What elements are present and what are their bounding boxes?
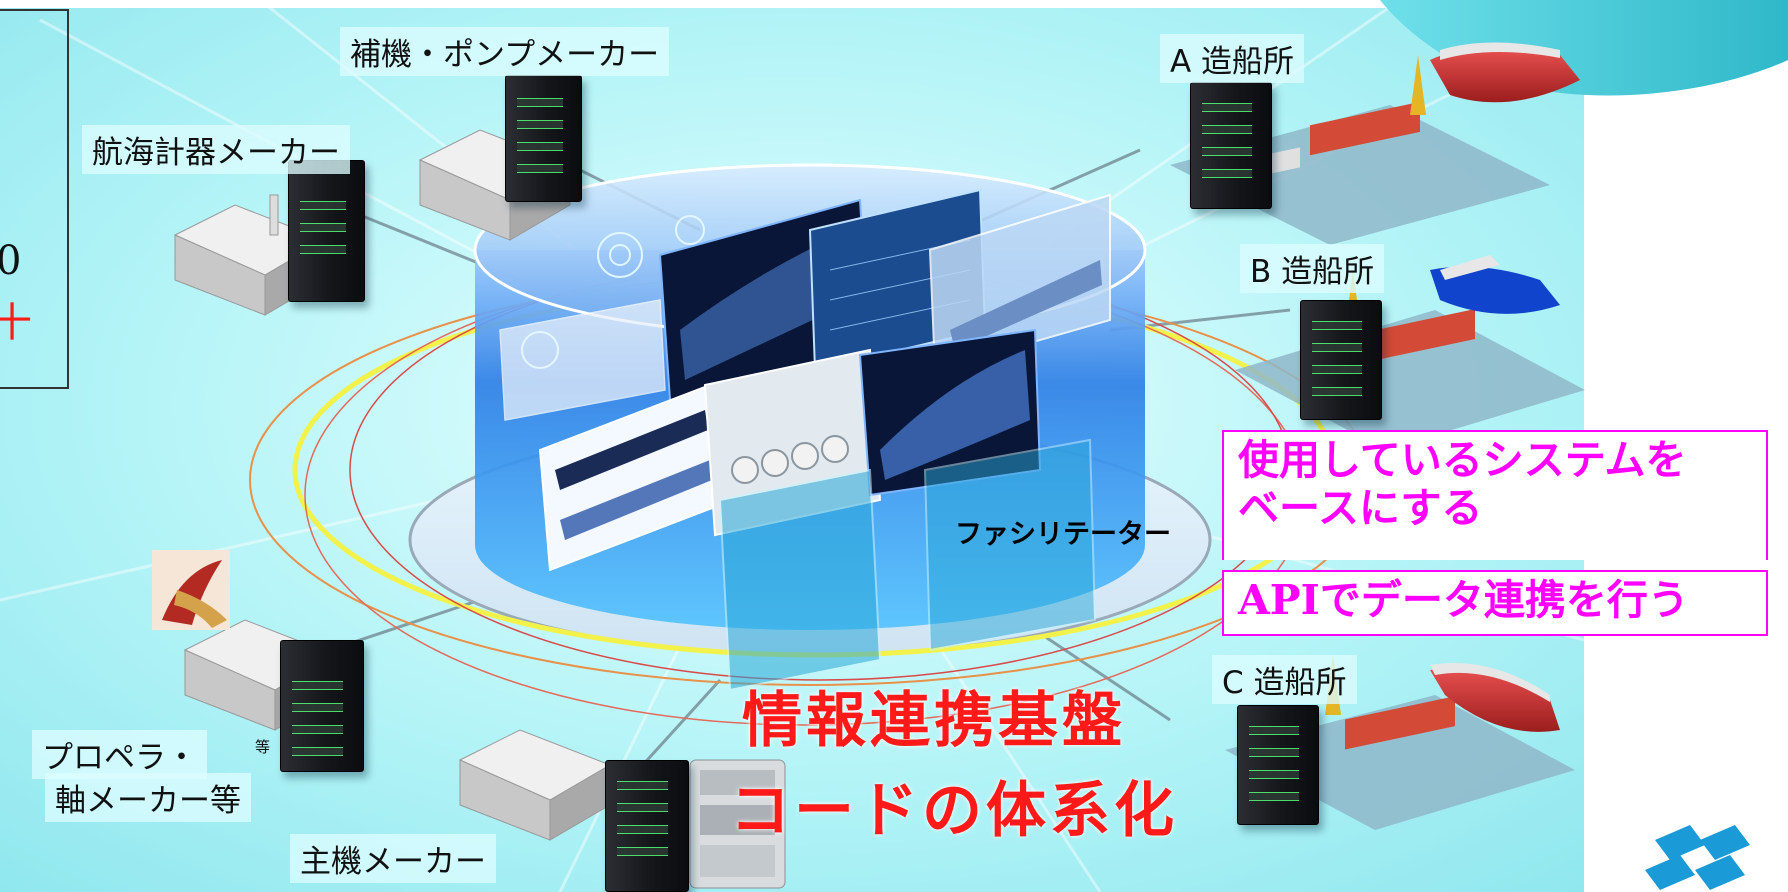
callout-base-system-line2: ベースにする [1238,484,1483,532]
server-rack-icon-propeller [280,640,364,772]
center-title-line1: 情報連携基盤 [742,686,1126,756]
label-shipyard-c: C 造船所 [1212,655,1357,704]
server-rack-icon-engine [605,760,689,892]
server-rack-icon-c [1237,705,1319,825]
callout-base-system-line1: 使用しているシステムを [1238,436,1687,484]
label-propeller-note: 等 [255,738,271,756]
label-propeller-maker-1: プロペラ・ [32,730,207,779]
engine-icon [689,759,786,889]
callout-base-system: 使用しているシステムを ベースにする [1222,430,1768,560]
logo-mark-icon [1645,825,1750,890]
panel-ui-console [923,438,1097,652]
label-facilitator: ファシリテーター [955,519,1171,550]
hud-dials [521,215,705,369]
panel-ui-left [499,299,666,421]
left-box-frame [0,9,69,389]
center-title-line2: コードの体系化 [730,776,1178,846]
label-shipyard-a: A 造船所 [1160,34,1305,83]
ship-icon-a [1430,42,1580,103]
propeller-icon [152,550,230,630]
server-rack-icon-b [1300,300,1382,420]
factory-icon-engine [458,729,612,841]
ship-icon-b [1430,255,1560,314]
ship-icon-c [1430,663,1560,732]
left-fragment-1: 0 [0,238,22,284]
callout-api-link: APIでデータ連携を行う [1222,570,1768,636]
label-main-engine-maker: 主機メーカー [290,834,496,883]
panel-ui-dashboard [718,468,882,692]
server-rack-icon-aux [505,75,582,202]
left-fragment-2: 十 [0,300,32,346]
label-propeller-maker-2: 軸メーカー等 [45,773,251,822]
server-rack-icon-a [1190,82,1272,209]
label-shipyard-b: B 造船所 [1240,244,1385,293]
label-aux-pump-maker: 補機・ポンプメーカー [340,27,670,76]
data-panels [499,188,1111,692]
server-rack-icon-nav [288,160,365,302]
label-nav-instrument-maker: 航海計器メーカー [82,125,350,174]
